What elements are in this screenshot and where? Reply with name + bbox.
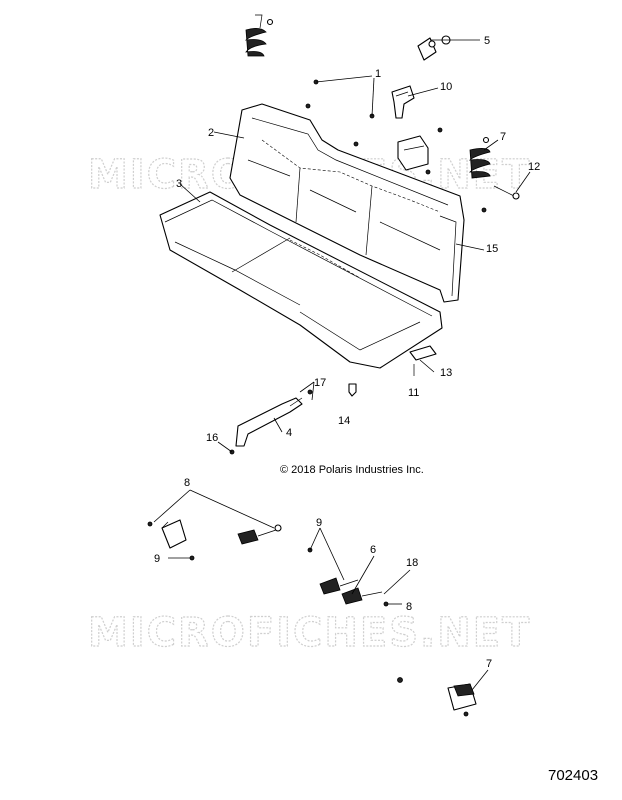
- callout-15: 15: [486, 243, 498, 255]
- callout-18: 18: [406, 557, 418, 569]
- stud-part-14: [348, 383, 357, 397]
- callout-13: 13: [440, 367, 452, 379]
- callout-8-right: 8: [406, 601, 412, 613]
- fasteners: [189, 79, 487, 683]
- callout-4: 4: [286, 427, 292, 439]
- callout-7-upper: 7: [500, 131, 506, 143]
- callout-9-top: 9: [316, 517, 322, 529]
- bolt-part-12: [493, 185, 520, 200]
- bracket-part-4: [235, 397, 303, 447]
- callout-11: 11: [408, 387, 419, 399]
- callout-10: 10: [440, 81, 452, 93]
- leader-lines: [153, 39, 531, 691]
- spring-top: [244, 14, 274, 57]
- callout-8-top: 8: [184, 477, 190, 489]
- watermark-bottom: MICROFICHES.NET: [88, 610, 531, 656]
- seatbelt-retractor-left: [147, 519, 187, 549]
- copyright-text: © 2018 Polaris Industries Inc.: [280, 464, 424, 476]
- document-number: 702403: [548, 767, 598, 784]
- seatbelt-buckle-left: [237, 524, 282, 545]
- callout-labels: 1 2 3 4 5 6 7 7 8 8 8 9 9 10 11 12 13 14…: [154, 35, 540, 670]
- callout-12: 12: [528, 161, 540, 173]
- seatbelt-buckle-center: [319, 577, 383, 605]
- callout-17: 17: [314, 377, 326, 389]
- callout-6: 6: [370, 544, 376, 556]
- callout-7-lower: 7: [486, 658, 492, 670]
- callout-16: 16: [206, 432, 218, 444]
- seat-bottom-cushion: [159, 191, 443, 369]
- pad-part-13: [409, 345, 437, 376]
- buckle-part-10: [391, 85, 415, 119]
- callout-3: 3: [176, 178, 182, 190]
- seat-back-trim: [439, 215, 457, 297]
- seat-back: [229, 103, 465, 303]
- spring-right: [468, 136, 491, 179]
- callout-5: 5: [484, 35, 490, 47]
- callout-14: 14: [338, 415, 350, 427]
- callout-2: 2: [208, 127, 214, 139]
- seatbelt-retractor-right: [447, 683, 477, 717]
- latch-box: [397, 135, 429, 171]
- callout-9-left: 9: [154, 553, 160, 565]
- latch-part-5: [417, 35, 451, 61]
- callout-1: 1: [375, 68, 381, 80]
